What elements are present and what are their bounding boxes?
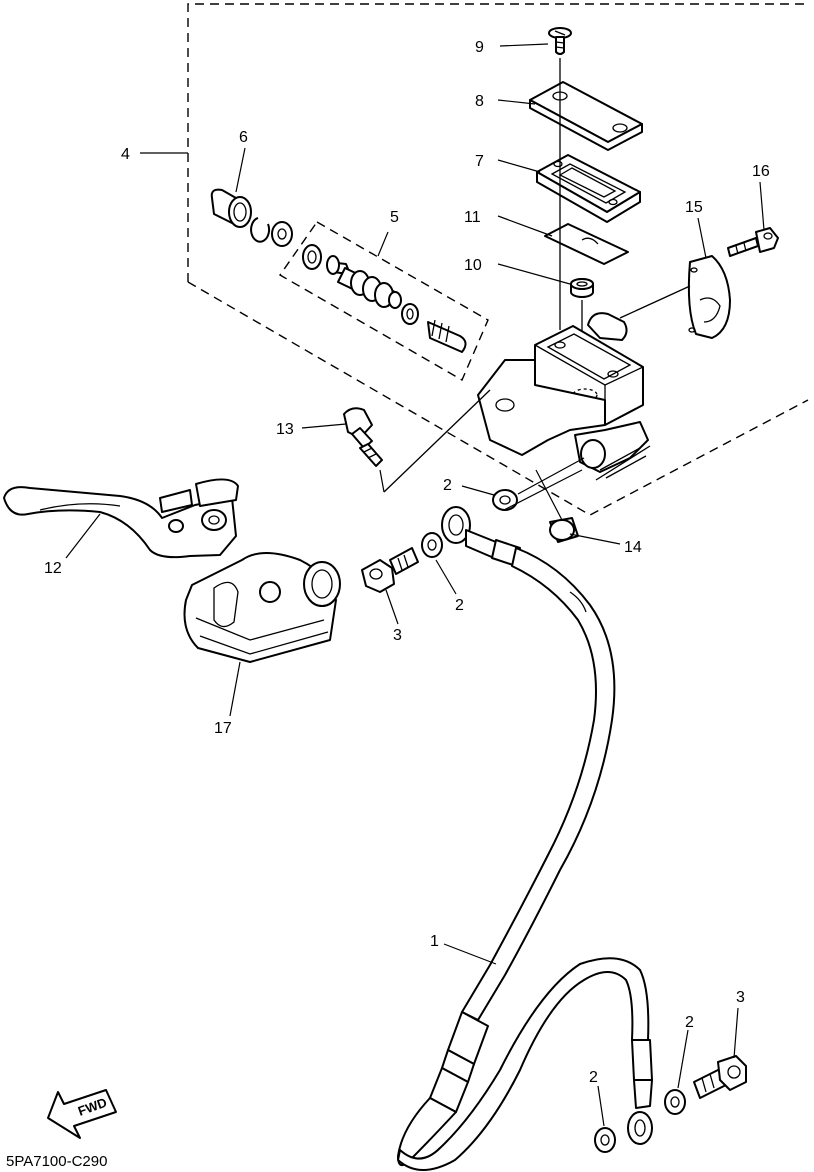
part-12-brake-lever (3, 478, 239, 559)
circlip (250, 217, 271, 243)
part-2-washer-upper (492, 489, 518, 511)
callout-13: 13 (276, 421, 294, 438)
part-5-piston-kit (302, 244, 467, 353)
callout-8: 8 (475, 93, 484, 110)
callout-5: 5 (390, 209, 399, 226)
piston-kit-boundary-dashed (278, 221, 489, 381)
part-14-cap (549, 517, 579, 543)
pivot-axis-dashed (383, 389, 491, 493)
callout-2-lower-right: 2 (685, 1014, 694, 1031)
part-3-banjo-bolt-lower (693, 1055, 747, 1099)
part-15-holder (687, 255, 731, 339)
part-17-cover (183, 552, 341, 663)
callout-2-middle: 2 (455, 597, 464, 614)
callout-2-upper: 2 (443, 477, 452, 494)
assembly-boundary-dashed (187, 3, 809, 516)
callout-10: 10 (464, 257, 482, 274)
leader-lines (65, 43, 765, 1127)
part-1-brake-hose (397, 506, 653, 1171)
piston-washer (271, 221, 293, 247)
callout-14: 14 (624, 539, 642, 556)
diagram-code: 5PA7100-C290 (6, 1153, 107, 1170)
callout-3-upper: 3 (393, 627, 402, 644)
part-11-gasket (544, 223, 629, 265)
callout-2-lower-left: 2 (589, 1069, 598, 1086)
part-13-pivot-bolt (343, 407, 385, 493)
part-3-banjo-bolt-upper (361, 547, 419, 593)
callout-4: 4 (121, 146, 130, 163)
part-7-plate (536, 154, 641, 223)
holder-axis-dashed (619, 285, 691, 319)
callout-labels: 9 8 7 11 10 6 5 4 16 15 13 12 17 2 14 2 … (44, 39, 770, 1086)
callout-1: 1 (430, 933, 439, 950)
part-2-washer-lower-right (664, 1089, 686, 1115)
fwd-direction-arrow: FWD (47, 1089, 117, 1139)
callout-15: 15 (685, 199, 703, 216)
part-8-cap (529, 81, 643, 151)
part-6-boot (210, 188, 252, 228)
part-9-screw (548, 27, 572, 55)
callout-11: 11 (464, 209, 481, 226)
callout-7: 7 (475, 153, 484, 170)
callout-16: 16 (752, 163, 770, 180)
part-2-washer-lower-left (594, 1127, 616, 1153)
callout-9: 9 (475, 39, 484, 56)
callout-12: 12 (44, 560, 62, 577)
callout-3-lower: 3 (736, 989, 745, 1006)
part-10-float (570, 278, 594, 298)
part-2-washer-middle (421, 532, 443, 558)
part-16-bolt (727, 227, 779, 257)
callout-6: 6 (239, 129, 248, 146)
master-cylinder-body (477, 312, 651, 481)
callout-17: 17 (214, 720, 232, 737)
